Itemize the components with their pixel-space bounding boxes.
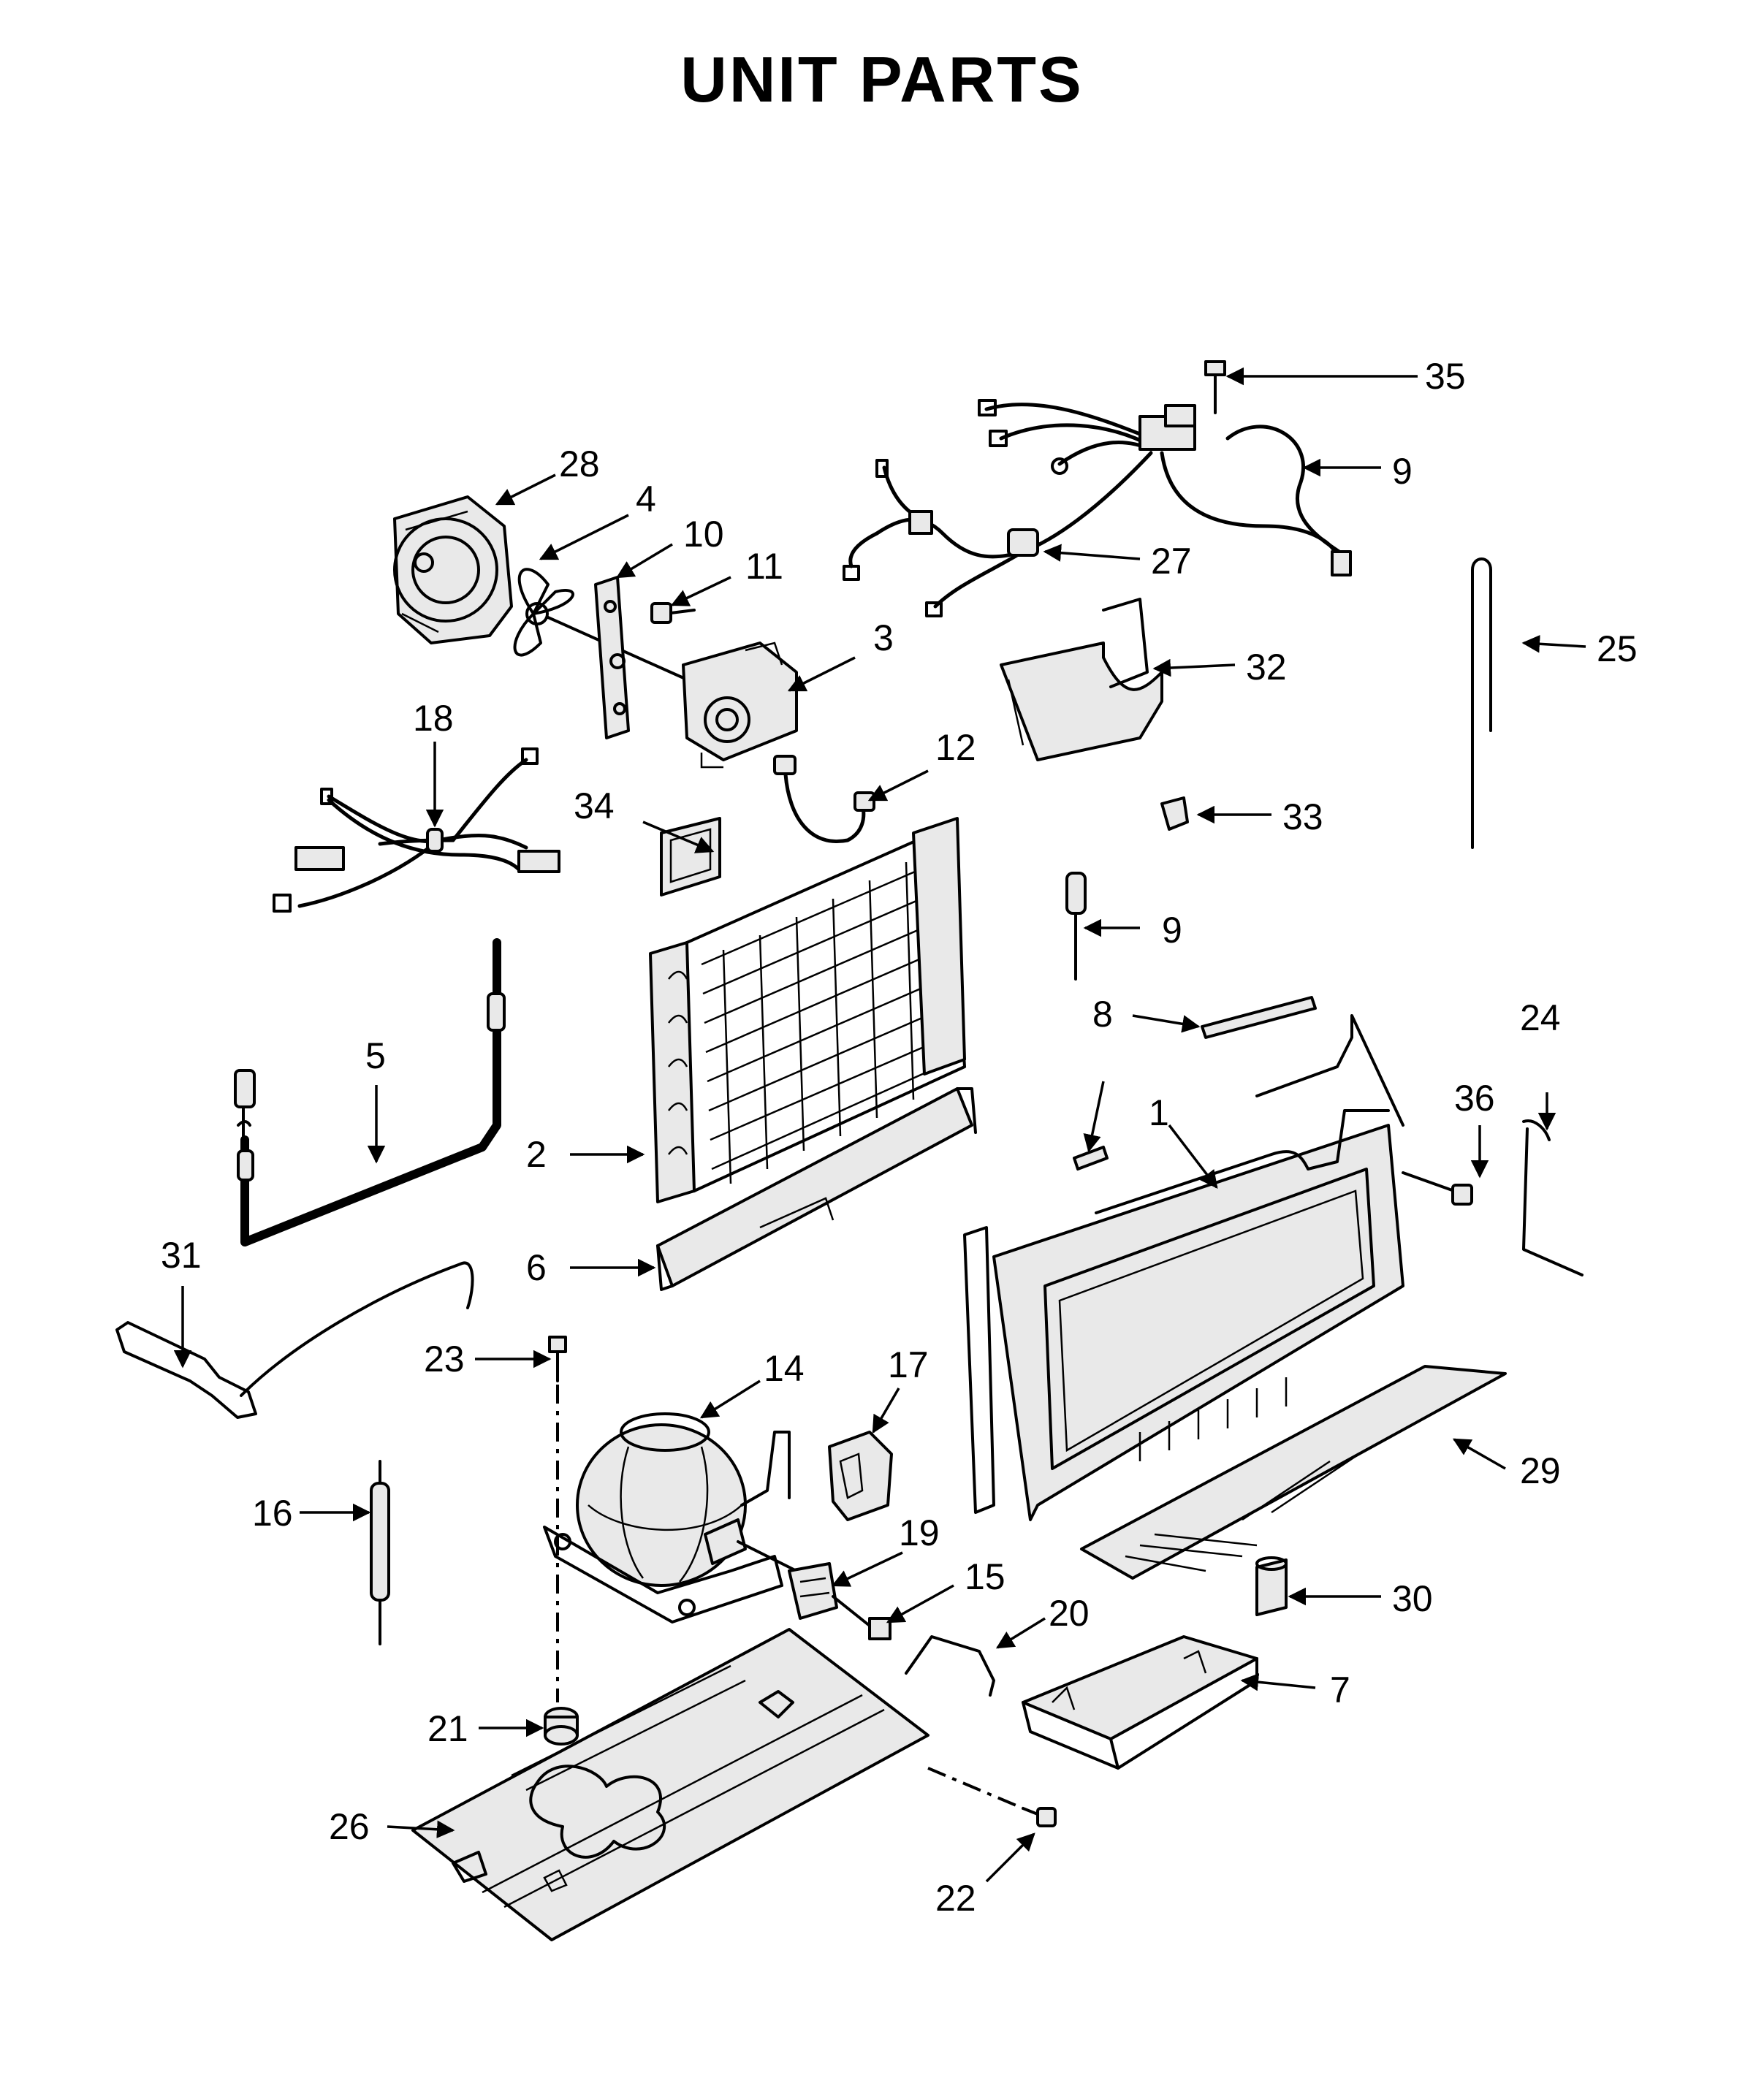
wiring-harness-part <box>843 399 1352 617</box>
drain-pan-7-part <box>1022 1635 1258 1770</box>
air-duct-part <box>1000 598 1163 761</box>
filter-drier-16-part <box>370 1460 390 1645</box>
callout-30: 30 <box>1392 1578 1433 1619</box>
callout-numbers: 35 9 28 4 10 11 27 3 32 25 12 18 33 34 9… <box>161 356 1638 1919</box>
callout-3: 3 <box>873 617 894 658</box>
thermistor-9-part <box>1065 872 1087 981</box>
callout-17: 17 <box>888 1344 929 1385</box>
defrost-harness-13-part <box>773 755 875 843</box>
callout-22: 22 <box>935 1878 976 1919</box>
thermistor-tube-25-part <box>1471 557 1492 849</box>
frame-panel-part <box>963 1014 1404 1521</box>
screw-12-part <box>650 602 696 624</box>
callout-32: 32 <box>1246 647 1287 688</box>
callout-24: 24 <box>1520 997 1561 1038</box>
page-title: UNIT PARTS <box>680 43 1084 115</box>
screw-36-part <box>1402 1171 1473 1206</box>
callout-16: 16 <box>252 1493 293 1534</box>
callout-18: 18 <box>413 698 454 739</box>
callout-20: 20 <box>1049 1593 1090 1634</box>
callout-14: 14 <box>764 1348 805 1389</box>
compressor-14-part <box>543 1412 791 1623</box>
dashed-assembly-line-diagonal <box>927 1767 1024 1810</box>
fan-motor-part <box>682 642 798 769</box>
filter-30-part <box>1255 1556 1288 1616</box>
callout-11: 10 <box>683 514 724 555</box>
callout-19: 19 <box>899 1512 940 1553</box>
condenser-part <box>649 817 966 1203</box>
callout-8-top: 8 <box>1092 994 1113 1035</box>
callout-31: 31 <box>161 1235 202 1276</box>
callout-27: 27 <box>1151 541 1192 582</box>
tube-24-part <box>1522 1119 1584 1276</box>
callout-5: 5 <box>365 1035 386 1076</box>
callout-12: 11 <box>745 546 783 587</box>
defrost-heater-5-part <box>234 938 506 1246</box>
cover-17-part <box>828 1431 893 1521</box>
callout-29: 29 <box>1520 1450 1561 1491</box>
callout-23: 23 <box>424 1339 465 1379</box>
callout-28: 28 <box>559 444 600 484</box>
harness-18-part <box>273 747 560 913</box>
screw-22-part <box>1022 1807 1057 1827</box>
connector-15-part <box>832 1595 891 1640</box>
screw-35-part <box>1204 360 1226 414</box>
callout-13: 12 <box>935 727 976 768</box>
callout-36: 36 <box>1454 1078 1495 1119</box>
callout-10: 9 <box>1392 451 1413 492</box>
callout-21: 21 <box>427 1708 468 1749</box>
base-plate-26-part <box>411 1628 929 1941</box>
callout-7: 7 <box>1330 1670 1350 1710</box>
callout-15: 15 <box>965 1556 1005 1597</box>
callout-35: 35 <box>1425 356 1466 397</box>
gasket-34-part <box>660 817 721 897</box>
clip-part <box>1160 796 1189 831</box>
callout-9: 9 <box>1162 910 1182 951</box>
fan-bracket-part <box>594 576 630 739</box>
seal-8-side-part <box>1073 1146 1109 1170</box>
leader-arrows <box>173 367 1586 1883</box>
callout-4: 4 <box>636 479 656 519</box>
seal-8-top-part <box>1201 996 1317 1039</box>
callout-1: 1 <box>1149 1092 1169 1133</box>
drain-heater-31-part <box>115 1261 474 1419</box>
callout-6: 6 <box>526 1247 547 1288</box>
drain-trough-part <box>656 1087 977 1291</box>
grommet-21-part <box>544 1707 579 1746</box>
relay-19-part <box>737 1540 838 1620</box>
callout-34: 34 <box>574 785 615 826</box>
base-pan-part <box>1080 1365 1507 1580</box>
callout-25: 25 <box>1597 628 1638 669</box>
screw-23-part <box>548 1336 567 1382</box>
fan-shroud-part <box>393 495 513 644</box>
callout-2: 2 <box>526 1134 547 1175</box>
tube-20-part <box>905 1635 995 1697</box>
callout-33: 33 <box>1282 796 1323 837</box>
callout-26: 26 <box>329 1806 370 1847</box>
